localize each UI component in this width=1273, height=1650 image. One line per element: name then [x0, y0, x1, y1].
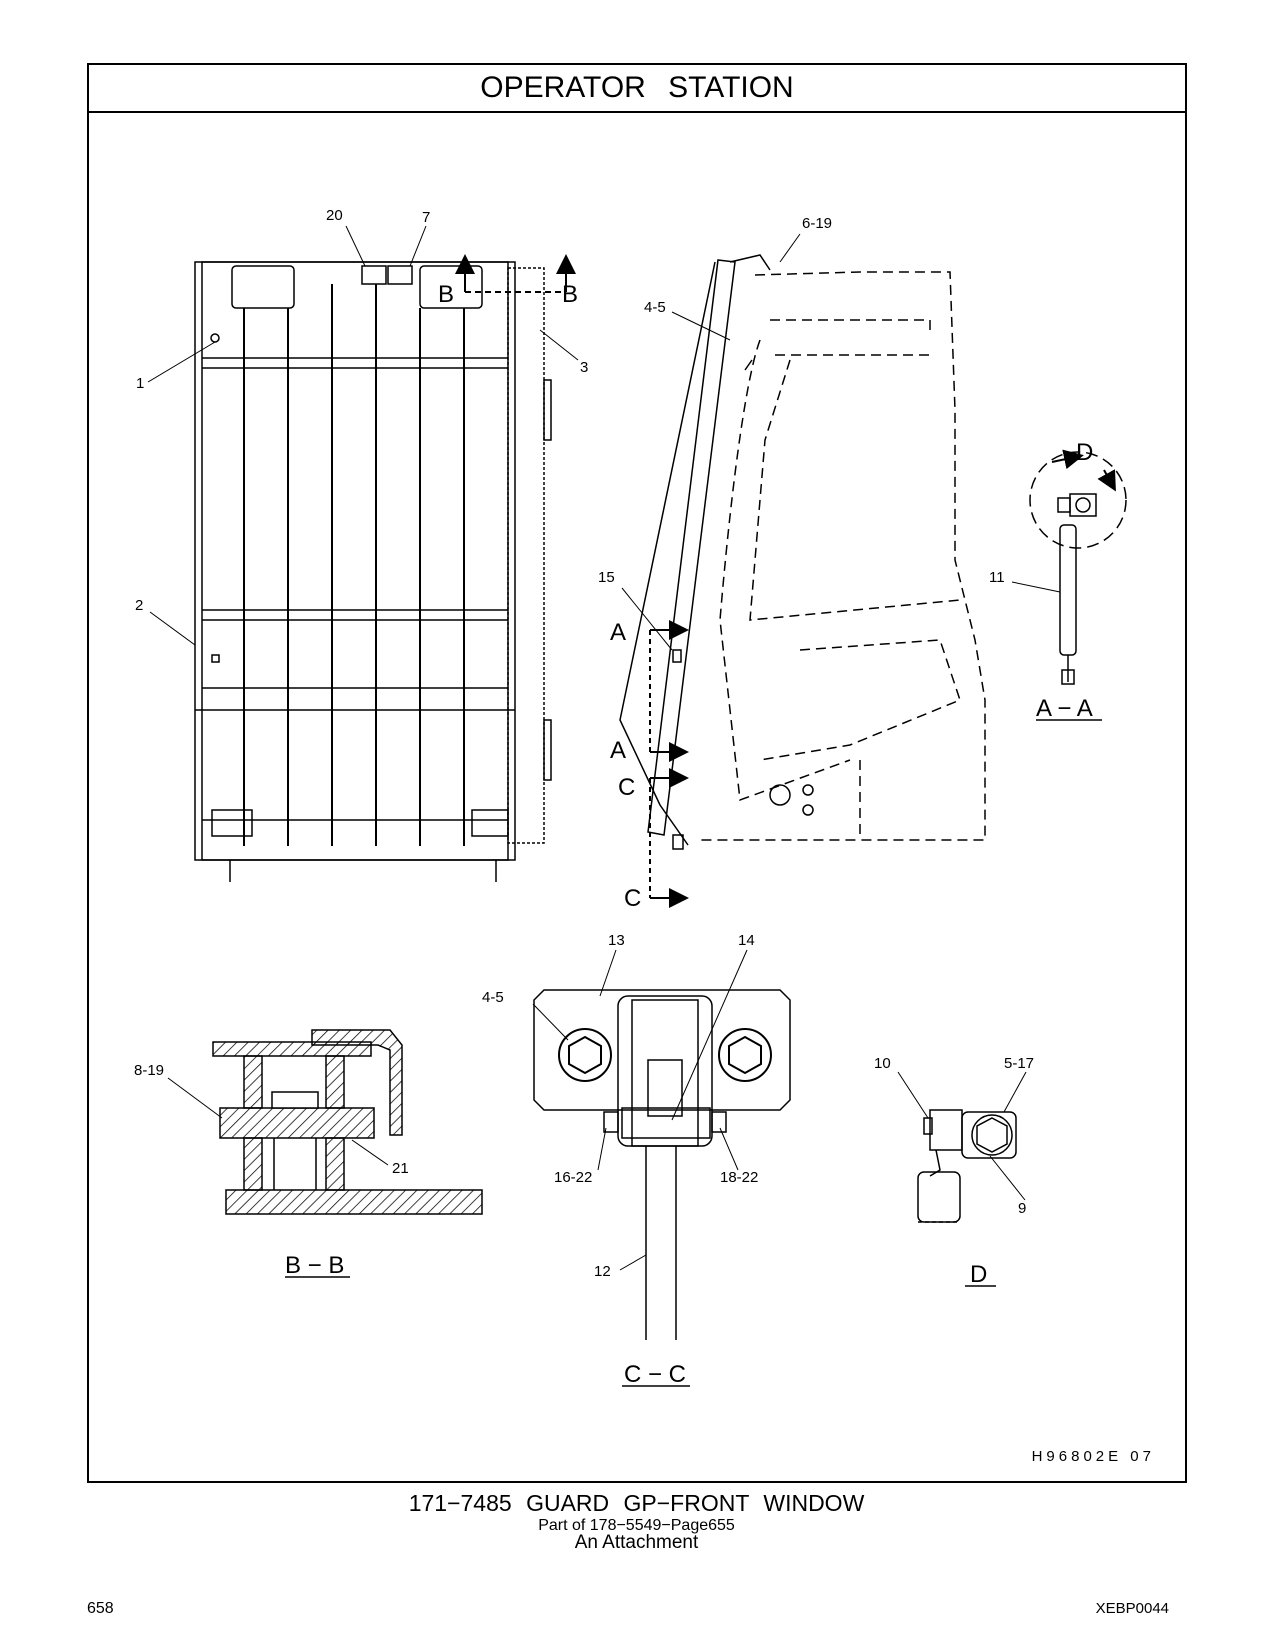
front-guard-view: [194, 261, 552, 882]
callout-20: 20: [326, 207, 343, 224]
callout-4-5-top: 4-5: [644, 299, 666, 316]
detail-d-view: [897, 1071, 1027, 1287]
section-letter-a-bottom: A: [610, 737, 626, 764]
page-title-text: OPERATOR STATION: [480, 71, 794, 104]
callout-14: 14: [738, 932, 755, 949]
section-bb-view: [167, 1029, 483, 1278]
callout-4-5-bottom: 4-5: [482, 989, 504, 1006]
section-letter-b-right: B: [562, 281, 578, 308]
callout-6-19: 6-19: [802, 215, 832, 232]
section-letter-a-top: A: [610, 619, 626, 646]
caption-part-of: Part of 178−5549−Page655: [538, 1517, 735, 1534]
callout-15: 15: [598, 569, 615, 586]
callout-8-19: 8-19: [134, 1062, 164, 1079]
callout-2: 2: [135, 597, 143, 614]
callout-13: 13: [608, 932, 625, 949]
strut-view: [1011, 449, 1127, 721]
section-letter-c-top: C: [618, 774, 635, 801]
section-letter-b-left: B: [438, 281, 454, 308]
callout-18-22: 18-22: [720, 1169, 758, 1186]
section-title-bb: B − B: [285, 1252, 344, 1279]
page-number: 658: [87, 1600, 114, 1617]
callout-10: 10: [874, 1055, 891, 1072]
section-ac-markers: [649, 620, 689, 908]
section-title-d: D: [970, 1261, 987, 1288]
section-view-titles: A − A B − B C − C D: [285, 695, 1093, 1388]
caption-part-title: 171−7485 GUARD GP−FRONT WINDOW: [408, 1490, 865, 1516]
callout-labels: 20 7 6-19 4-5 1 3 2 15 11 13 14 4-5 8-19…: [134, 207, 1034, 1280]
page-title: OPERATOR STATION: [89, 65, 1185, 113]
callout-1: 1: [136, 375, 144, 392]
section-b-marker: [455, 254, 576, 293]
callout-11: 11: [989, 569, 1005, 586]
callout-21: 21: [392, 1160, 409, 1177]
callout-3: 3: [580, 359, 588, 376]
callout-16-22: 16-22: [554, 1169, 592, 1186]
leader-lines-cab: [621, 233, 801, 651]
callout-12: 12: [594, 1263, 611, 1280]
caption-attachment: An Attachment: [574, 1532, 699, 1553]
diagram-frame: OPERATOR STATION: [87, 63, 1187, 1483]
section-letter-c-bottom: C: [624, 885, 641, 912]
section-title-aa: A − A: [1036, 695, 1093, 722]
leader-lines-front: [147, 225, 579, 646]
cab-side-view: [619, 254, 986, 850]
illustration-code: H96802E 07: [1031, 1448, 1155, 1465]
section-letter-d: D: [1076, 439, 1093, 466]
callout-5-17: 5-17: [1004, 1055, 1034, 1072]
section-title-cc: C − C: [624, 1361, 686, 1388]
callout-7: 7: [422, 209, 430, 226]
section-cc-view: [532, 949, 791, 1387]
callout-9: 9: [1018, 1200, 1026, 1217]
document-code: XEBP0044: [1095, 1600, 1169, 1617]
section-letters: B B A A C C D: [438, 281, 1093, 912]
